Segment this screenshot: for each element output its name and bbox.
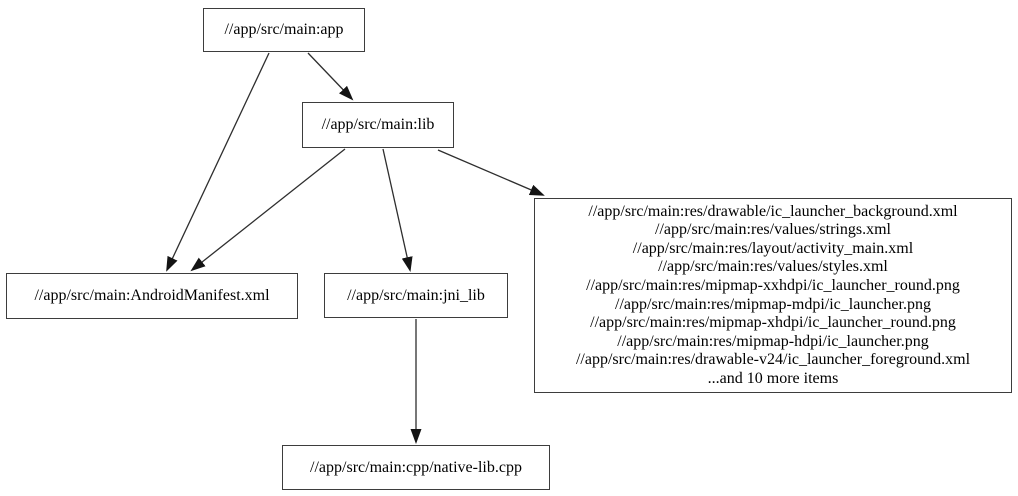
node-native-lib-label: //app/src/main:cpp/native-lib.cpp xyxy=(310,458,522,476)
edge-lib-to-android-manifest xyxy=(190,148,346,272)
edge-lib-to-res-group xyxy=(437,149,545,196)
res-group-line: //app/src/main:res/mipmap-hdpi/ic_launch… xyxy=(617,332,929,350)
node-app: //app/src/main:app xyxy=(203,8,365,52)
node-res-group: //app/src/main:res/drawable/ic_launcher_… xyxy=(534,198,1012,393)
res-group-line: //app/src/main:res/drawable-v24/ic_launc… xyxy=(575,351,971,369)
edge-app-to-android-manifest xyxy=(166,52,270,272)
res-group-more-items: ...and 10 more items xyxy=(707,369,839,387)
node-android-manifest: //app/src/main:AndroidManifest.xml xyxy=(6,273,298,319)
res-group-line: //app/src/main:res/values/strings.xml xyxy=(655,221,891,239)
res-group-line: //app/src/main:res/mipmap-xhdpi/ic_launc… xyxy=(590,314,956,332)
node-jni-lib: //app/src/main:jni_lib xyxy=(324,273,508,318)
node-jni-lib-label: //app/src/main:jni_lib xyxy=(347,286,485,304)
edge-app-to-lib xyxy=(307,52,354,101)
node-app-label: //app/src/main:app xyxy=(224,21,344,39)
edge-lib-to-jni-lib xyxy=(382,148,413,272)
node-lib-label: //app/src/main:lib xyxy=(321,116,435,134)
res-group-line: //app/src/main:res/mipmap-xxhdpi/ic_laun… xyxy=(586,276,960,294)
res-group-line: //app/src/main:res/drawable/ic_launcher_… xyxy=(588,202,958,220)
res-group-line: //app/src/main:res/mipmap-mdpi/ic_launch… xyxy=(615,295,931,313)
node-lib: //app/src/main:lib xyxy=(302,102,454,148)
node-native-lib: //app/src/main:cpp/native-lib.cpp xyxy=(282,445,550,490)
node-android-manifest-label: //app/src/main:AndroidManifest.xml xyxy=(34,287,270,305)
res-group-line: //app/src/main:res/values/styles.xml xyxy=(658,258,888,276)
res-group-line: //app/src/main:res/layout/activity_main.… xyxy=(632,239,914,257)
